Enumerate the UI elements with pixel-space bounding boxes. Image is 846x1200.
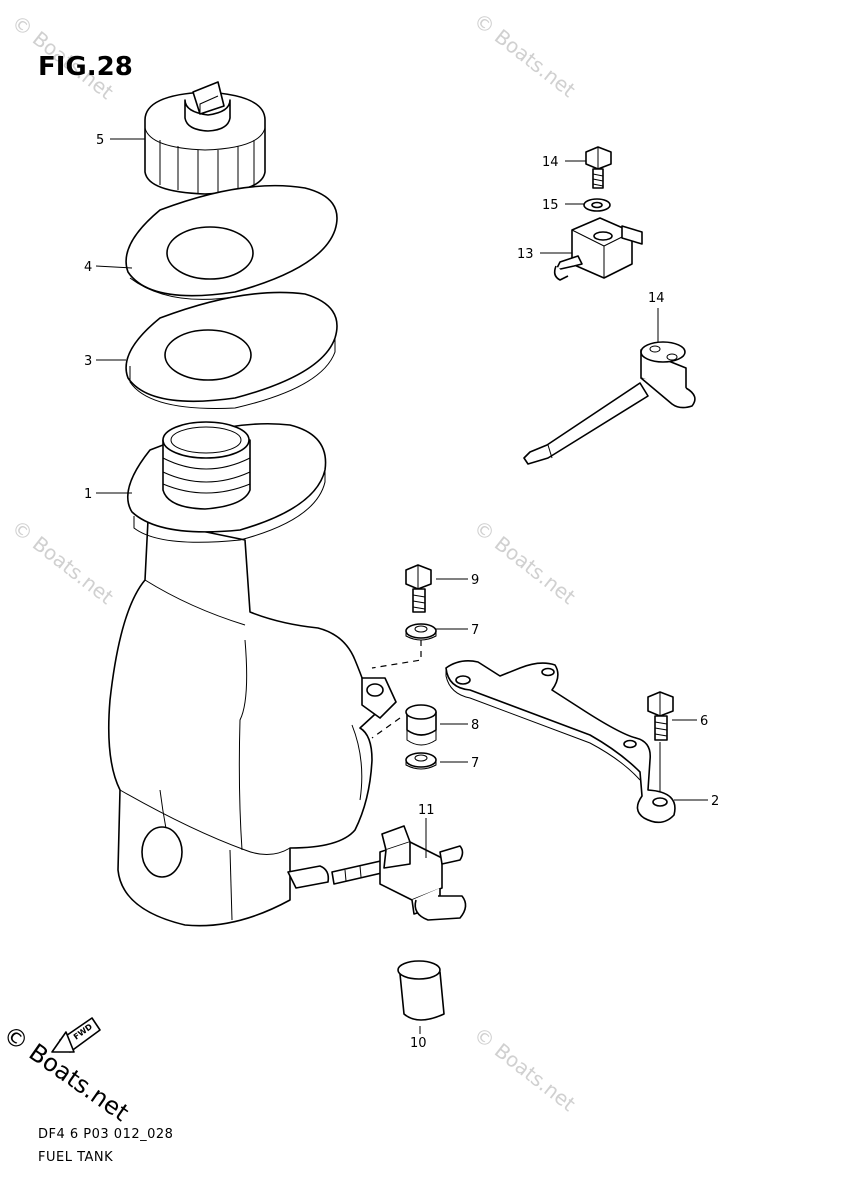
part-7-collar-upper: [405, 623, 437, 641]
label-part-7-lower: 7: [471, 756, 479, 771]
part-8-grommet: [405, 704, 437, 746]
part-labels: 5 4 3 1 14 15 13 14 9 7 8 7 6 2 11 10: [84, 133, 719, 1051]
part-12-fuel-connector: [553, 217, 643, 281]
label-part-3: 3: [84, 354, 92, 369]
leader-lines: [95, 138, 708, 1034]
label-part-10: 10: [410, 1036, 427, 1051]
part-1-fuel-tank: [107, 421, 397, 927]
figure-name: FUEL TANK: [38, 1150, 114, 1165]
label-part-6: 6: [700, 714, 708, 729]
label-part-5: 5: [96, 133, 104, 148]
label-part-1: 1: [84, 487, 92, 502]
label-part-13: 14: [542, 155, 559, 170]
part-13-bolt: [585, 146, 612, 189]
label-part-2: 2: [711, 794, 719, 809]
label-part-8: 8: [471, 718, 479, 733]
part-15-fuel-pickup: [523, 341, 696, 465]
part-4-gasket: [125, 184, 338, 300]
figure-title: FIG.28: [38, 52, 133, 82]
part-7-collar-lower: [405, 752, 437, 770]
label-part-4: 4: [84, 260, 92, 275]
fwd-indicator-icon: FWD: [51, 1017, 101, 1053]
part-5-fuel-cap: [144, 81, 266, 195]
label-part-7-upper: 7: [471, 623, 479, 638]
part-9-bolt: [405, 564, 432, 613]
label-part-9: 9: [471, 573, 479, 588]
label-part-12: 13: [517, 247, 534, 262]
label-part-14: 15: [542, 198, 559, 213]
part-2-bracket: [445, 660, 676, 824]
part-10-cap: [397, 960, 445, 1021]
figure-code: DF4 6 P03 012_028: [38, 1127, 174, 1142]
part-6-bolt: [647, 691, 674, 741]
label-part-15: 14: [648, 291, 665, 306]
label-part-11: 11: [418, 803, 435, 818]
part-14-washer: [583, 198, 611, 212]
part-3-gasket: [125, 291, 338, 409]
